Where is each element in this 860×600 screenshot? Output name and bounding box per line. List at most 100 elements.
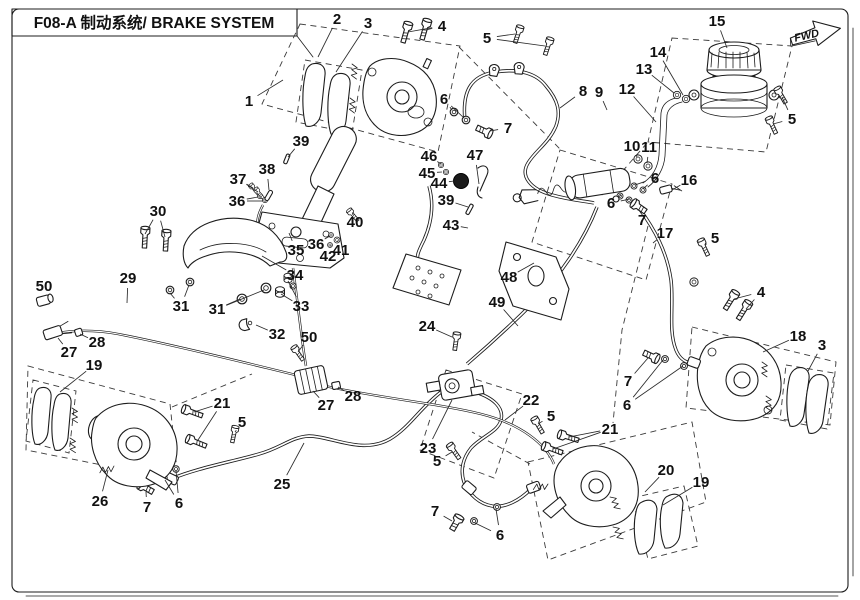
callout-44: 44 xyxy=(431,175,455,192)
svg-text:34: 34 xyxy=(287,267,304,284)
hose-fitting xyxy=(526,480,542,494)
svg-text:19: 19 xyxy=(693,474,710,491)
svg-text:13: 13 xyxy=(636,61,653,78)
svg-text:5: 5 xyxy=(788,111,796,128)
callout-34: 34 xyxy=(261,255,304,284)
svg-text:37: 37 xyxy=(230,171,247,188)
callout-42: 42 xyxy=(320,244,337,265)
caliper-bolt xyxy=(179,403,205,421)
svg-text:5: 5 xyxy=(238,414,246,431)
svg-text:22: 22 xyxy=(523,392,540,409)
callout-19: 19 xyxy=(59,357,103,393)
callout-10: 10 xyxy=(624,138,640,158)
nut xyxy=(260,282,272,294)
callout-11: 11 xyxy=(641,139,657,164)
callout-12: 12 xyxy=(619,81,657,123)
svg-text:44: 44 xyxy=(431,175,448,192)
reservoir-tube-a xyxy=(642,97,677,184)
callout-6: 6 xyxy=(164,470,183,512)
svg-text:11: 11 xyxy=(641,139,657,156)
svg-text:7: 7 xyxy=(143,499,151,516)
svg-text:6: 6 xyxy=(623,397,631,414)
reservoir-tube-b xyxy=(647,101,683,188)
svg-text:41: 41 xyxy=(333,242,350,259)
washer xyxy=(442,168,450,176)
clamp-screw xyxy=(529,414,547,436)
svg-text:5: 5 xyxy=(433,453,441,470)
brake-pad xyxy=(633,499,658,555)
svg-text:26: 26 xyxy=(92,493,109,510)
rear-right-lower-caliper-assembly xyxy=(532,428,684,555)
svg-text:21: 21 xyxy=(602,421,619,438)
washer xyxy=(185,277,195,287)
svg-text:31: 31 xyxy=(173,298,190,315)
svg-text:50: 50 xyxy=(301,329,318,346)
svg-text:42: 42 xyxy=(320,248,337,265)
callout-4: 4 xyxy=(733,284,766,310)
callout-25: 25 xyxy=(274,442,305,493)
parking-arm xyxy=(145,469,173,491)
svg-text:19: 19 xyxy=(86,357,103,374)
callout-27: 27 xyxy=(57,337,77,361)
callout-39: 39 xyxy=(438,192,469,209)
cover-bolt xyxy=(160,228,172,252)
caliper-bolt xyxy=(555,428,581,446)
sealing-washer xyxy=(639,186,647,194)
sealing-washer xyxy=(680,362,688,370)
svg-text:6: 6 xyxy=(496,527,504,544)
callout-24: 24 xyxy=(419,318,453,338)
reservoir-screw xyxy=(764,114,780,136)
clamp-screw xyxy=(445,440,463,462)
svg-text:7: 7 xyxy=(504,120,512,137)
caliper-bolt xyxy=(733,297,755,323)
svg-text:49: 49 xyxy=(489,294,506,311)
callout-37: 37 xyxy=(230,171,259,193)
callout-15: 15 xyxy=(709,13,728,49)
rear-left-caliper-assembly xyxy=(31,386,209,491)
svg-text:38: 38 xyxy=(259,161,276,178)
svg-text:48: 48 xyxy=(501,269,518,286)
cable-adjuster xyxy=(42,320,73,341)
svg-text:47: 47 xyxy=(467,147,484,164)
svg-text:7: 7 xyxy=(624,373,632,390)
callout-19: 19 xyxy=(662,474,710,506)
fwd-arrow-icon xyxy=(789,20,841,47)
cable-guide xyxy=(238,318,253,332)
callout-5: 5 xyxy=(704,230,719,247)
callout-36: 36 xyxy=(308,235,331,253)
svg-text:1: 1 xyxy=(245,93,253,110)
svg-text:29: 29 xyxy=(120,270,137,287)
svg-text:6: 6 xyxy=(175,495,183,512)
callout-22: 22 xyxy=(504,392,540,421)
svg-text:46: 46 xyxy=(421,148,438,165)
svg-text:45: 45 xyxy=(419,165,436,182)
callout-43: 43 xyxy=(443,217,469,234)
cable-equalizer xyxy=(293,365,329,395)
brake-pad xyxy=(327,72,351,135)
pivot-pin xyxy=(465,203,474,216)
callout-39: 39 xyxy=(287,133,309,158)
svg-text:17: 17 xyxy=(657,225,674,242)
callout-13: 13 xyxy=(636,61,675,94)
callout-26: 26 xyxy=(92,469,109,510)
callout-5: 5 xyxy=(772,96,796,128)
return-spring xyxy=(537,184,570,196)
callout-5: 5 xyxy=(537,408,555,425)
callout-38: 38 xyxy=(259,161,276,191)
callout-28: 28 xyxy=(337,386,361,405)
cable-clip xyxy=(331,380,342,391)
caliper-bolt xyxy=(398,19,414,45)
svg-text:5: 5 xyxy=(483,30,491,47)
callout-9: 9 xyxy=(595,84,608,111)
banjo-bolt xyxy=(447,512,466,533)
svg-text:14: 14 xyxy=(650,44,667,61)
junction-bolt xyxy=(450,330,462,352)
svg-text:9: 9 xyxy=(595,84,603,101)
svg-text:30: 30 xyxy=(150,203,167,220)
svg-text:15: 15 xyxy=(709,13,726,30)
svg-text:3: 3 xyxy=(364,15,372,32)
callout-6: 6 xyxy=(607,194,631,212)
